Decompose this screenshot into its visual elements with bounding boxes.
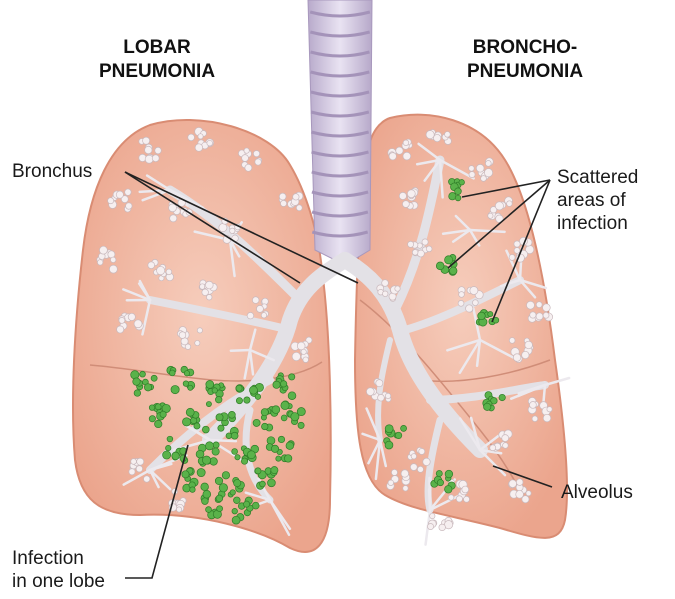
bronchus-label: Bronchus [12, 160, 92, 183]
bronchiole [231, 350, 250, 351]
infection-in-one-lobe-label: Infection in one lobe [12, 547, 105, 593]
bronchopneumonia-header: BRONCHO- PNEUMONIA [445, 36, 605, 84]
scattered-infection-label: Scattered areas of infection [557, 166, 638, 235]
lobar-pneumonia-header: LOBAR PNEUMONIA [82, 36, 232, 84]
right-lung [355, 115, 567, 538]
bronchiole [429, 478, 430, 510]
trachea [308, 0, 372, 265]
alveolus-label: Alveolus [561, 481, 633, 504]
